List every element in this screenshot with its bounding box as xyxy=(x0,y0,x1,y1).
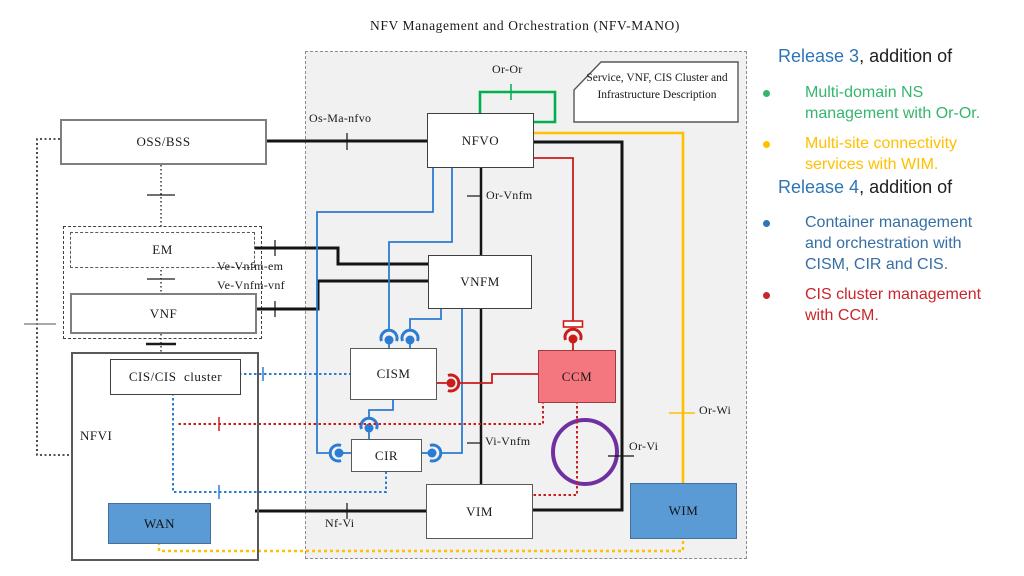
socket-cism-left-icon xyxy=(379,328,399,348)
label-or-or: Or-Or xyxy=(492,62,523,76)
line-ve-vnfm-vnf xyxy=(253,279,428,311)
box-vnfm: VNFM xyxy=(428,255,532,309)
line-wan-wim-dotted xyxy=(157,537,685,553)
legend-release4-highlight: Release 4 xyxy=(778,177,860,197)
socket-cism-ccm-icon xyxy=(435,373,461,393)
label-vi-vnfm: Vi-Vnfm xyxy=(485,434,531,448)
legend-release4-rest: , addition of xyxy=(859,177,953,197)
socket-cir-top-icon xyxy=(359,416,379,439)
legend-bullet-multidomain: Multi-domain NS management with Or-Or. xyxy=(805,84,981,122)
box-em: EM xyxy=(70,232,255,268)
label-or-vi: Or-Vi xyxy=(629,439,659,453)
note-text: Service, VNF, CIS Cluster and Infrastruc… xyxy=(586,72,728,101)
line-vnfm-cism xyxy=(409,307,442,330)
line-ccm-vim-dotted xyxy=(533,401,578,496)
legend-release3-highlight: Release 3 xyxy=(778,46,860,66)
line-vnfm-cir xyxy=(441,307,463,454)
bullet-dot-red xyxy=(763,292,770,299)
line-nfvo-cism xyxy=(388,166,453,330)
line-nfvo-ccm xyxy=(532,157,574,321)
legend-release4-heading: Release 4, addition of xyxy=(778,177,952,198)
bullet-dot-green xyxy=(763,90,770,97)
socket-cir-left-icon xyxy=(328,443,351,463)
label-ve-vnfm-em: Ve-Vnfm-em xyxy=(217,259,284,273)
box-ccm: CCM xyxy=(538,350,616,403)
legend-bullet-container: Container management and orchestration w… xyxy=(805,214,973,273)
box-vim: VIM xyxy=(426,484,533,539)
ossbss-nfvi-dotted-line xyxy=(36,138,71,456)
ccm-top-interface-icon xyxy=(562,320,584,350)
box-wan: WAN xyxy=(108,503,211,544)
line-nfvo-cir xyxy=(316,166,434,454)
box-nfvi xyxy=(71,352,259,561)
legend-release3-rest: , addition of xyxy=(859,46,953,66)
line-ve-vnfm-em xyxy=(253,246,428,266)
diagram-title: NFV Management and Orchestration (NFV-MA… xyxy=(369,18,680,33)
box-vnf: VNF xyxy=(70,293,257,334)
line-or-or xyxy=(478,90,557,124)
socket-cism-right-icon xyxy=(400,328,420,348)
nfvi-label: NFVI xyxy=(80,428,113,443)
or-vi-circle-icon xyxy=(551,418,619,486)
legend-bullet-ciscluster: CIS cluster management with CCM. xyxy=(805,286,982,324)
box-nfvo: NFVO xyxy=(427,113,534,168)
socket-cir-right-icon xyxy=(420,443,443,463)
legend-release3-heading: Release 3, addition of xyxy=(778,46,952,67)
em-vnf-container xyxy=(63,226,262,339)
red-dotted-lines xyxy=(176,401,578,496)
bullet-dot-yellow xyxy=(763,141,770,148)
blue-lines xyxy=(316,166,463,454)
line-cism-cir xyxy=(368,398,394,418)
line-nfvo-vim-trunk xyxy=(532,140,624,512)
line-cism-ccm xyxy=(459,373,538,384)
tick-blue-dotted xyxy=(218,367,264,499)
tick-chain xyxy=(147,194,175,280)
label-ve-vnfm-vnf: Ve-Vnfm-vnf xyxy=(217,278,285,292)
label-or-vnfm: Or-Vnfm xyxy=(486,188,533,202)
socket-icons-blue xyxy=(328,328,443,463)
legend-bullet-multisite: Multi-site connectivity services with WI… xyxy=(805,135,958,173)
label-or-wi: Or-Wi xyxy=(699,403,732,417)
box-wim: WIM xyxy=(630,483,737,539)
box-cir: CIR xyxy=(351,439,422,472)
label-nf-vi: Nf-Vi xyxy=(325,516,355,530)
bullet-dot-blue xyxy=(763,220,770,227)
blue-dotted-lines xyxy=(172,373,387,493)
label-os-ma-nfvo: Os-Ma-nfvo xyxy=(309,111,372,125)
box-cism: CISM xyxy=(350,348,437,400)
note-callout-shape xyxy=(573,61,739,123)
box-oss-bss: OSS/BSS xyxy=(60,119,267,165)
box-cis-cluster: CIS/CIS cluster xyxy=(110,359,241,395)
line-or-wi xyxy=(532,131,685,483)
line-cis-cir-dotted xyxy=(172,393,387,493)
